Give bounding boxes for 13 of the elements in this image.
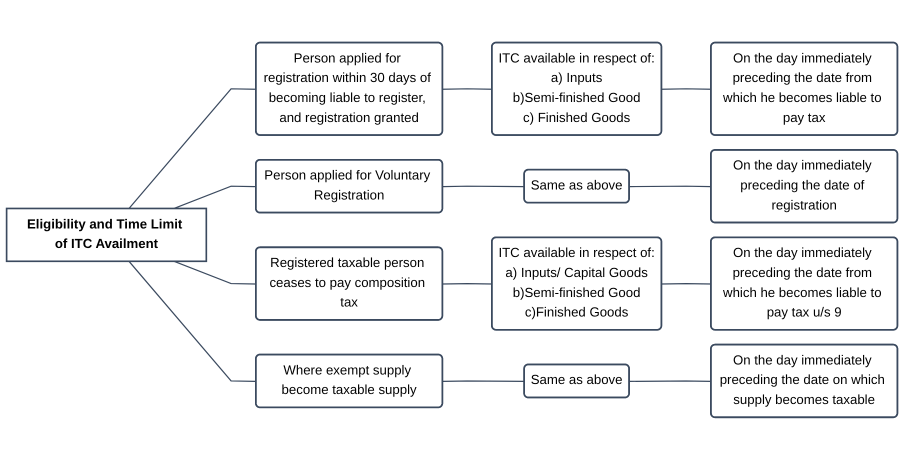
connector — [442, 282, 492, 284]
connector — [662, 282, 712, 284]
connector — [662, 88, 712, 90]
connector — [174, 185, 256, 209]
connector — [442, 88, 492, 90]
connector — [630, 185, 712, 187]
connector — [174, 260, 256, 284]
connector — [128, 88, 256, 208]
connector — [630, 380, 712, 382]
connector — [442, 380, 525, 382]
connector — [442, 185, 525, 187]
connector — [128, 260, 256, 382]
node-box: Eligibility and Time Limit of ITC Availment — [6, 207, 208, 262]
